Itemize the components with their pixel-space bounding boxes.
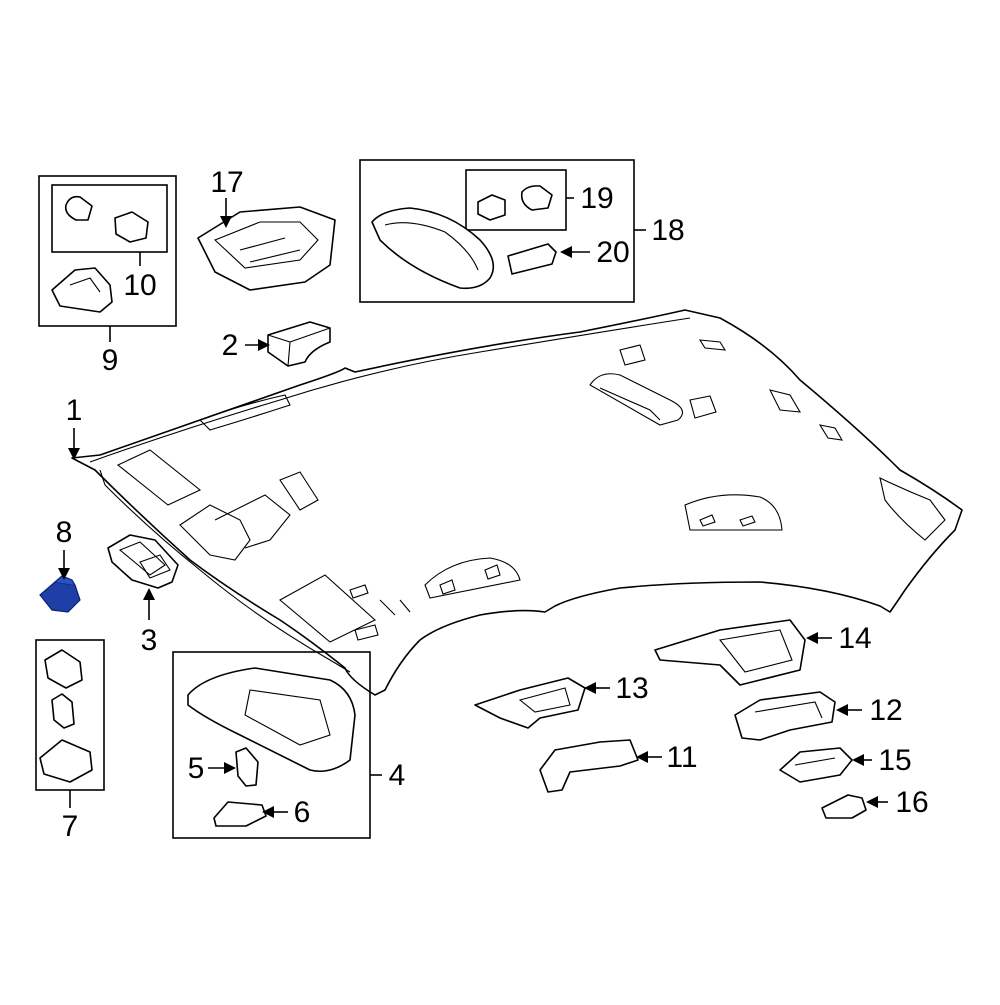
group-9-box <box>38 175 177 327</box>
callout-15: 15 <box>878 744 911 777</box>
headliner-panel[interactable] <box>71 309 963 696</box>
callout-19: 19 <box>580 182 613 215</box>
part-5-clip[interactable] <box>235 747 259 787</box>
callout-14: 14 <box>838 622 871 655</box>
callout-3: 3 <box>141 624 158 657</box>
group-4-box <box>172 651 371 839</box>
leader-lines <box>58 197 888 818</box>
callout-labels: 1 2 3 4 5 6 7 8 9 10 11 12 13 14 15 16 1… <box>56 166 929 843</box>
callout-12: 12 <box>869 694 902 727</box>
group-7-box <box>35 639 105 791</box>
part-18-lamp-assembly[interactable] <box>371 207 495 290</box>
callout-6: 6 <box>294 796 311 829</box>
callout-10: 10 <box>123 269 156 302</box>
group-18-box <box>359 159 635 303</box>
part-19-bulb-socket[interactable] <box>477 185 553 221</box>
part-14-bracket[interactable] <box>654 619 806 686</box>
part-11-grab-handle[interactable] <box>539 739 639 793</box>
part-8-clip[interactable] <box>39 575 81 613</box>
part-13-bracket[interactable] <box>474 677 586 729</box>
part-15-lamp[interactable] <box>779 747 853 783</box>
callout-1: 1 <box>66 394 83 427</box>
callout-16: 16 <box>895 786 928 819</box>
part-20-festoon-bulb[interactable] <box>507 243 557 275</box>
callout-7: 7 <box>62 810 79 843</box>
callout-5: 5 <box>188 752 205 785</box>
callout-13: 13 <box>615 672 648 705</box>
part-6-holder[interactable] <box>213 801 267 827</box>
callout-4: 4 <box>389 759 406 792</box>
part-7-clips[interactable] <box>39 649 93 783</box>
part-10-bulb[interactable] <box>64 195 149 243</box>
part-9-socket[interactable] <box>51 267 113 313</box>
callout-18: 18 <box>651 214 684 247</box>
part-17-map-light[interactable] <box>197 206 336 291</box>
part-16-bulb[interactable] <box>821 794 867 819</box>
callout-20: 20 <box>596 236 629 269</box>
part-4-sun-visor[interactable] <box>187 667 356 773</box>
callout-9: 9 <box>102 344 119 377</box>
callout-8: 8 <box>56 516 73 549</box>
callout-11: 11 <box>666 741 697 774</box>
callout-17: 17 <box>210 166 243 199</box>
part-2-pad[interactable] <box>267 321 331 367</box>
part-12-handle-bracket[interactable] <box>734 691 836 741</box>
part-3-light-housing[interactable] <box>107 534 179 589</box>
callout-2: 2 <box>222 329 239 362</box>
